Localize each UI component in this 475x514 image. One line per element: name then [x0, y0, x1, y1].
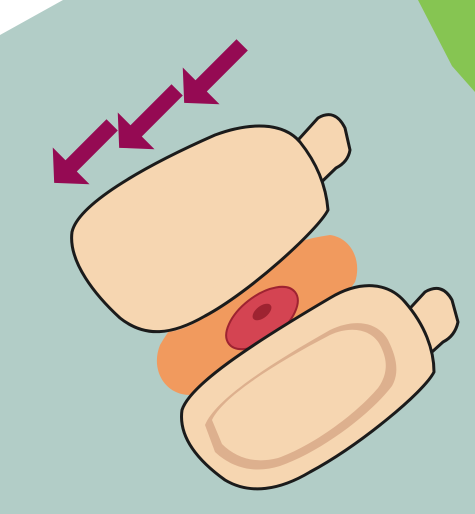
illustration-stage [0, 0, 475, 514]
spine-illustration [0, 0, 475, 514]
